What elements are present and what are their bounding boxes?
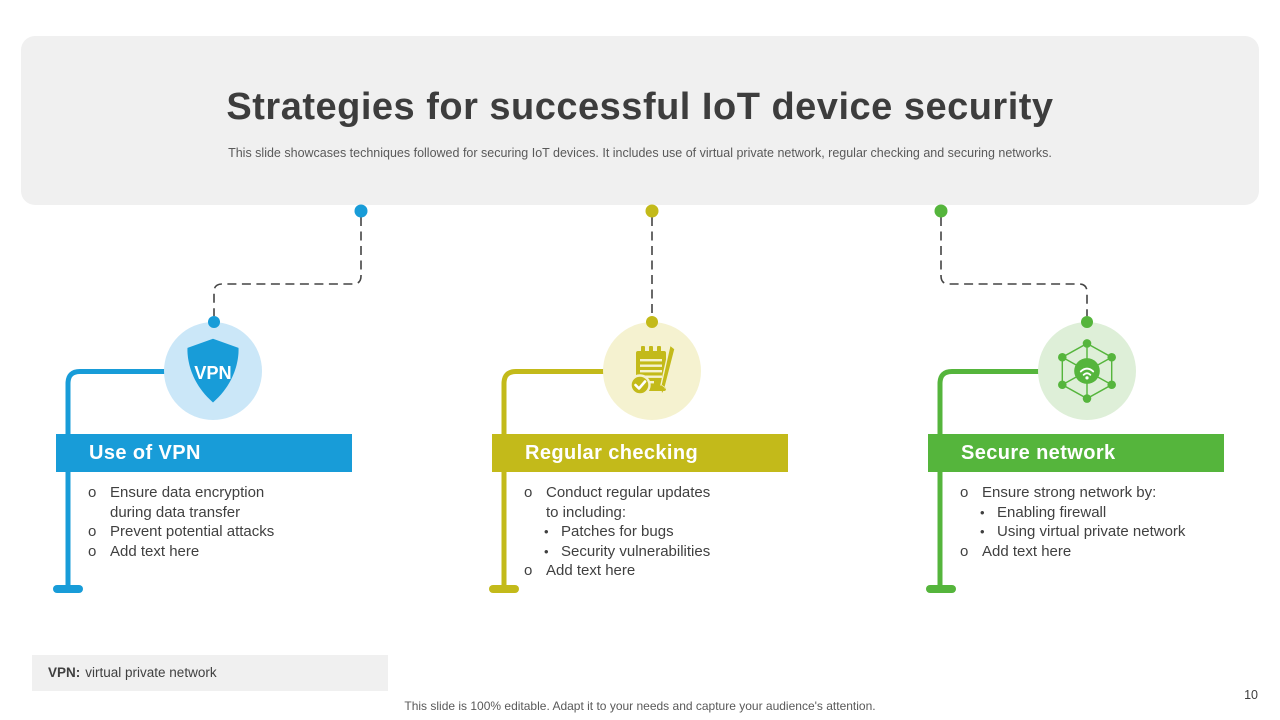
footnote-definition: virtual private network (85, 665, 217, 680)
network-bullet-list: o Ensure strong network by: • Enabling f… (960, 483, 1240, 561)
column-header-secure-network: Secure network (928, 434, 1224, 472)
connector-dots (208, 204, 1093, 328)
network-icon-circle (1038, 322, 1136, 420)
bullet-marker: o (524, 484, 533, 501)
pen-glyph (660, 343, 676, 393)
bullet-marker: • (980, 504, 985, 520)
sub-list-item: • Patches for bugs (544, 523, 674, 540)
column-header-use-of-vpn: Use of VPN (56, 434, 352, 472)
column-header-regular-checking: Regular checking (492, 434, 788, 472)
bullet-marker: • (544, 524, 549, 539)
vpn-icon-label: VPN (194, 362, 231, 382)
bullet-marker: o (88, 542, 97, 560)
editable-note: This slide is 100% editable. Adapt it to… (404, 699, 876, 713)
page-number: 10 (1244, 688, 1258, 702)
sub-list-item: • Security vulnerabilities (544, 542, 711, 560)
bullet-marker: o (960, 484, 969, 501)
vpn-icon-circle: VPN (164, 322, 262, 420)
sub-list-item: • Using virtual private network (980, 523, 1186, 540)
list-item: o Add text here (524, 562, 636, 579)
vpn-footnote-box: VPN: virtual private network (32, 655, 388, 691)
bullet-marker: o (88, 523, 97, 540)
network-dashed-connector (940, 217, 1088, 316)
bullet-marker: • (980, 524, 985, 539)
page-title: Strategies for successful IoT device sec… (226, 86, 1054, 128)
bullet-marker: • (544, 543, 549, 559)
list-item: o Add text here (960, 542, 1072, 560)
vpn-dashed-connector (213, 217, 362, 316)
sub-list-item: • Enabling firewall (980, 503, 1107, 521)
list-item: o Ensure strong network by: (960, 484, 1157, 501)
vpn-shield-icon: VPN (187, 338, 239, 402)
page-subtitle: This slide showcases techniques followed… (228, 146, 1052, 160)
bullet-marker: o (88, 484, 97, 501)
wifi-glyph (1079, 367, 1095, 376)
checklist-icon-circle (603, 322, 701, 420)
checklist-icon (629, 343, 676, 396)
list-item: o Prevent potential attacks (88, 523, 275, 540)
footnote-term: VPN: (48, 665, 81, 680)
bullet-marker: o (524, 562, 533, 579)
list-item: o Add text here (88, 542, 200, 560)
check-circle-glyph (629, 374, 651, 396)
bullet-marker: o (960, 542, 969, 560)
header-card (21, 36, 1259, 205)
iot-network-icon (1058, 339, 1116, 403)
